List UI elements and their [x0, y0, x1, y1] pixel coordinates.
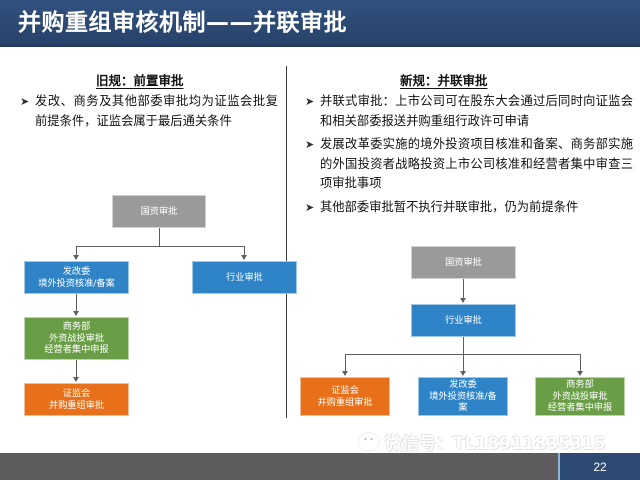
watermark: 微信号：TL18911835315	[358, 428, 628, 454]
list-item: ➤ 其他部委审批暂不执行并联审批，仍为前提条件	[305, 198, 633, 218]
connector	[76, 294, 77, 312]
flow-node-line: 发改委	[62, 265, 91, 277]
page-number: 22	[593, 459, 607, 474]
right-bullet-list: ➤ 并联式审批：上市公司可在股东大会通过后同时向证监会和相关部委报送并购重组行政…	[305, 92, 633, 221]
connector	[159, 228, 160, 246]
flow-node-line: 发改委	[449, 379, 477, 391]
flow-node-line: 境外投资核准/备案	[38, 277, 115, 289]
flow-node-line: 境外投资核准/备	[429, 390, 497, 402]
flow-node-zhengjian-right: 证监会 并购重组审批	[300, 377, 390, 416]
connector	[463, 279, 464, 299]
connector	[463, 354, 464, 372]
arrow-icon	[576, 371, 583, 376]
connector	[244, 246, 245, 256]
flow-node-line: 外资战投审批	[552, 390, 608, 402]
list-item-text: 发改、商务及其他部委审批均为证监会批复前提条件，证监会属于最后通关条件	[35, 94, 278, 128]
connector	[76, 246, 77, 256]
arrow-icon	[240, 255, 247, 260]
flow-node-line: 行业审批	[226, 271, 263, 283]
flow-node-guozi-left: 国资审批	[112, 195, 206, 228]
flow-node-fagai-right: 发改委 境外投资核准/备 案	[418, 377, 508, 416]
flow-node-line: 国资审批	[140, 205, 178, 217]
slide-title-bar: 并购重组审核机制——并联审批	[0, 0, 640, 47]
list-item: ➤ 发展改革委实施的境外投资项目核准和备案、商务部实施的外国投资者战略投资上市公…	[305, 135, 633, 194]
flow-node-line: 经营者集中申报	[44, 344, 109, 356]
arrow-icon	[72, 311, 79, 316]
bullet-arrow-icon: ➤	[305, 200, 315, 214]
footer-bar	[0, 453, 640, 480]
flow-node-shangwu-left: 商务部 外资战投审批 经营者集中申报	[24, 317, 129, 360]
connector	[345, 354, 580, 355]
flow-node-guozi-right: 国资审批	[411, 246, 516, 279]
bullet-arrow-icon: ➤	[305, 95, 315, 108]
list-item: ➤ 发改、商务及其他部委审批均为证监会批复前提条件，证监会属于最后通关条件	[20, 92, 278, 131]
flow-node-line: 商务部	[566, 379, 594, 391]
arrow-icon	[72, 377, 79, 382]
page-number-block: 22	[560, 453, 640, 480]
title-underline	[0, 45, 640, 47]
arrow-icon	[72, 255, 79, 260]
list-item-text: 发展改革委实施的境外投资项目核准和备案、商务部实施的外国投资者战略投资上市公司核…	[320, 137, 633, 190]
flow-node-line: 并购重组审批	[317, 396, 373, 408]
connector	[345, 354, 346, 372]
footer-accent-line	[558, 453, 560, 480]
watermark-text: 微信号：TL18911835315	[385, 433, 606, 454]
flow-node-fagai-left: 发改委 境外投资核准/备案	[24, 261, 129, 294]
flow-node-line: 案	[458, 402, 468, 414]
bullet-arrow-icon: ➤	[20, 95, 30, 108]
flow-node-line: 行业审批	[445, 314, 482, 326]
list-item-text: 并联式审批：上市公司可在股东大会通过后同时向证监会和相关部委报送并购重组行政许可…	[320, 94, 633, 128]
page-title: 并购重组审核机制——并联审批	[18, 10, 347, 36]
list-item: ➤ 并联式审批：上市公司可在股东大会通过后同时向证监会和相关部委报送并购重组行政…	[305, 92, 633, 131]
left-bullet-list: ➤ 发改、商务及其他部委审批均为证监会批复前提条件，证监会属于最后通关条件	[20, 92, 278, 135]
arrow-icon	[341, 371, 348, 376]
flow-node-hangye-left: 行业审批	[192, 261, 297, 294]
connector	[580, 354, 581, 372]
list-item-text: 其他部委审批暂不执行并联审批，仍为前提条件	[320, 199, 579, 214]
column-divider	[286, 66, 287, 418]
flow-node-shangwu-right: 商务部 外资战投审批 经营者集中申报	[535, 377, 625, 416]
bullet-arrow-icon: ➤	[305, 138, 315, 151]
flow-node-line: 证监会	[331, 384, 359, 396]
connector	[76, 360, 77, 378]
flow-node-line: 并购重组审批	[48, 399, 105, 411]
flow-node-line: 国资审批	[445, 256, 482, 268]
wechat-icon	[358, 431, 380, 451]
flow-node-hangye-right: 行业审批	[411, 304, 516, 337]
flow-node-line: 外资战投审批	[48, 332, 105, 344]
flow-node-line: 经营者集中申报	[547, 402, 613, 414]
right-column-heading: 新规：并联审批	[400, 73, 488, 88]
arrow-icon	[459, 298, 466, 303]
flow-node-line: 商务部	[62, 321, 91, 333]
flow-node-zhengjian-left: 证监会 并购重组审批	[24, 383, 129, 416]
flow-node-line: 证监会	[62, 387, 91, 399]
connector	[463, 337, 464, 354]
arrow-icon	[459, 371, 466, 376]
connector	[76, 246, 244, 247]
left-column-heading: 旧规：前置审批	[96, 73, 184, 88]
